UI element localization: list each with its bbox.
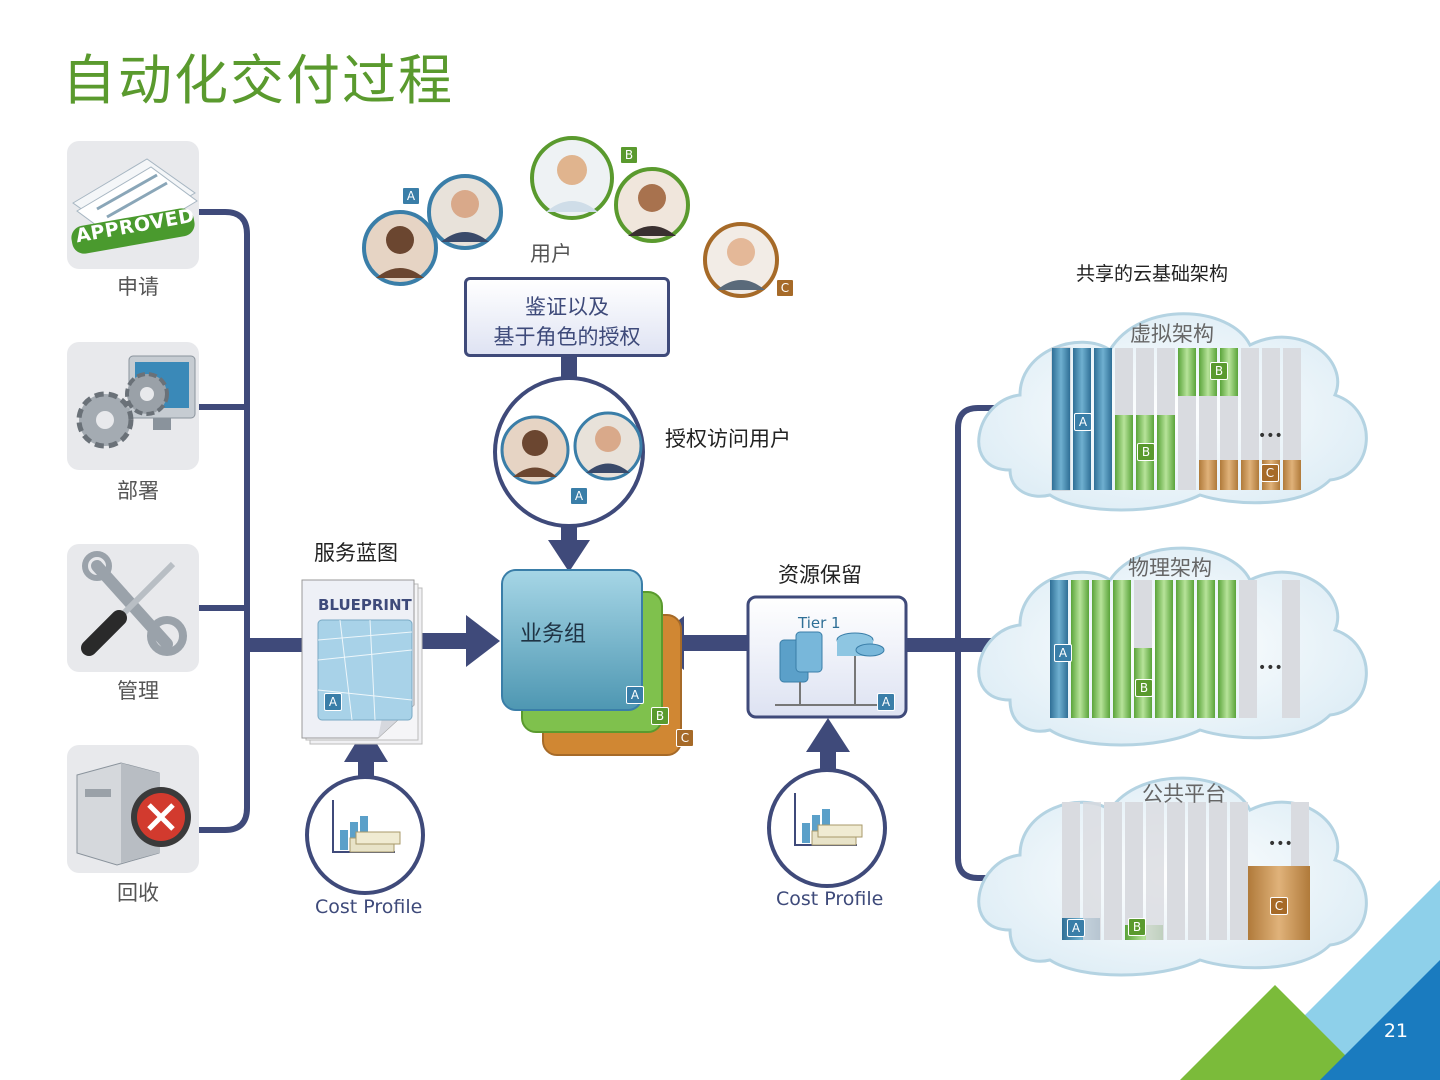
page-number: 21 <box>1383 1020 1408 1042</box>
public-more: ••• <box>1268 836 1293 852</box>
cost-profile-label-1: Cost Profile <box>315 896 423 918</box>
auth-line-2: 基于角色的授权 <box>493 325 641 349</box>
wrench-screwdriver-icon <box>81 551 187 656</box>
reservation-tier: Tier 1 <box>798 614 841 632</box>
physical-badge-b: B <box>1135 679 1153 697</box>
page-title: 自动化交付过程 <box>62 49 454 112</box>
group-badge-c: C <box>676 729 694 747</box>
public-badge-b: B <box>1128 918 1146 936</box>
business-group-label: 业务组 <box>520 622 587 647</box>
auth-line-1: 鉴证以及 <box>525 295 609 319</box>
users-label: 用户 <box>530 242 572 266</box>
blueprint-card-text: BLUEPRINT <box>318 596 412 614</box>
reservation-box <box>746 595 908 719</box>
virtual-infra-bars <box>1051 347 1301 491</box>
arrow-blueprint-to-group <box>418 615 500 667</box>
virtual-more: ••• <box>1258 428 1283 444</box>
approved-document-icon <box>71 158 198 254</box>
infrastructure-connector <box>906 405 995 881</box>
group-badge-a: A <box>626 686 644 704</box>
public-badge-a: A <box>1067 919 1085 937</box>
corner-decoration <box>1180 880 1440 1080</box>
lifecycle-tile-reclaim[interactable] <box>67 745 199 873</box>
lifecycle-label-manage: 管理 <box>117 679 159 703</box>
gears-monitor-icon <box>76 355 196 449</box>
physical-badge-a: A <box>1054 644 1072 662</box>
virtual-badge-b2: B <box>1210 362 1228 380</box>
blueprint-label: 服务蓝图 <box>314 541 398 565</box>
cloud-label-physical: 物理架构 <box>1128 556 1212 580</box>
public-infra-bars <box>1062 802 1310 940</box>
physical-more: ••• <box>1258 660 1283 676</box>
blueprint-badge: A <box>324 693 342 711</box>
server-delete-icon <box>76 762 191 866</box>
authorized-badge: A <box>570 487 588 505</box>
public-badge-c: C <box>1270 897 1288 915</box>
lifecycle-connector <box>199 209 305 833</box>
cost-profile-circle-1 <box>305 775 425 895</box>
reservation-badge: A <box>877 693 895 711</box>
cloud-label-virtual: 虚拟架构 <box>1130 322 1214 346</box>
cost-profile-circle-2 <box>767 768 887 888</box>
user-badge-a: A <box>402 187 420 205</box>
authorized-label: 授权访问用户 <box>665 427 791 451</box>
user-avatars <box>362 136 779 485</box>
virtual-badge-b1: B <box>1137 443 1155 461</box>
lifecycle-tile-manage[interactable] <box>67 544 199 672</box>
virtual-badge-c: C <box>1261 464 1279 482</box>
lifecycle-label-reclaim: 回收 <box>117 881 159 905</box>
cost-profile-label-2: Cost Profile <box>776 888 884 910</box>
reservation-label: 资源保留 <box>778 563 862 587</box>
user-badge-c: C <box>776 279 794 297</box>
infrastructure-label: 共享的云基础架构 <box>1076 263 1229 285</box>
user-badge-b: B <box>620 146 638 164</box>
arrow-cost-to-reservation <box>806 718 850 774</box>
lifecycle-label-deploy: 部署 <box>117 479 159 503</box>
business-group-stack <box>501 569 682 756</box>
physical-infra-bars <box>1050 580 1300 718</box>
auth-box: 鉴证以及 基于角色的授权 <box>464 277 670 357</box>
lifecycle-label-request: 申请 <box>117 275 159 299</box>
cloud-label-public: 公共平台 <box>1142 782 1226 806</box>
lifecycle-tile-request[interactable]: APPROVED <box>67 141 199 269</box>
virtual-badge-a: A <box>1074 413 1092 431</box>
lifecycle-tile-deploy[interactable] <box>67 342 199 470</box>
arrow-authorized-to-group <box>548 525 590 572</box>
group-badge-b: B <box>651 707 669 725</box>
